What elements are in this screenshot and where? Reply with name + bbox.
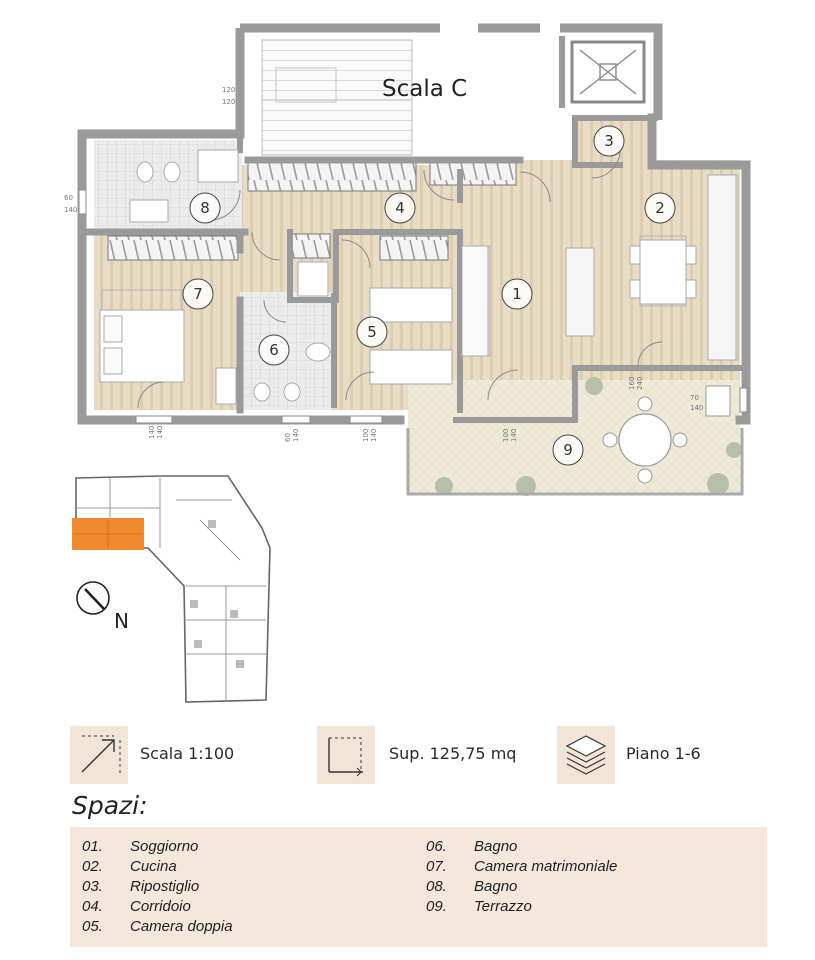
doors [137,149,663,409]
legend-num: 01. [82,838,103,855]
legend-name: Corridoio [130,898,191,915]
room-number: 3 [604,132,614,150]
legend-num: 06. [426,838,447,855]
legend-name: Camera matrimoniale [474,858,618,875]
legend-item-cucina: 02. Cucina [82,858,177,875]
area-label: Sup. 125,75 mq [389,744,517,763]
area-icon-box [317,726,375,784]
dim-kitchen-side-b: 140 [690,404,703,412]
legend-item-ripostiglio: 03. Ripostiglio [82,878,199,895]
furniture [99,149,742,496]
room-marker-circle [189,192,221,224]
legend-num: 05. [82,918,103,935]
key-plan [72,475,271,703]
legend-name: Terrazzo [474,898,532,915]
room-number: 5 [367,323,377,341]
terrace-outline [406,428,744,496]
scale-icon-box [70,726,128,784]
floors-label: Piano 1-6 [626,744,701,763]
scale-label: Scala 1:100 [140,744,235,763]
stair-block: Scala C 120 120 [222,23,663,163]
room-marker-circle [384,192,416,224]
room-number: 9 [563,441,573,459]
dim-terrace-door-b: 240 [636,377,644,390]
floors-icon [565,735,607,775]
room-marker-circle [552,434,584,466]
stair-label: Scala C [382,76,467,102]
floor-plan: Scala C 120 120 [64,23,751,703]
room-number: 4 [395,199,405,217]
spazi-legend: 01. Soggiorno 02. Cucina 03. Ripostiglio 04… [70,827,767,947]
scale-icon [81,735,121,774]
room-marker-circle [258,334,290,366]
legend-num: 08. [426,878,447,895]
dim-bed5-window-b: 140 [370,429,378,442]
legend-num: 04. [82,898,103,915]
legend-name: Bagno [474,838,518,855]
spazi-title: Spazi: [72,791,148,820]
legend-num: 02. [82,858,103,875]
legend-name: Soggiorno [130,838,199,855]
room-marker-8: 8 [189,192,221,224]
dim-kitchen-side-a: 70 [690,394,699,402]
room-marker-9: 9 [552,434,584,466]
room-number: 8 [200,199,210,217]
room-marker-6: 6 [258,334,290,366]
dim-bath6-window-b: 140 [292,429,300,442]
dim-bath6-window-a: 60 [284,433,292,442]
dim-living-window-b: 140 [510,429,518,442]
legend-num: 09. [426,898,447,915]
room-marker-circle [182,278,214,310]
legend-name: Bagno [474,878,518,895]
room-number: 7 [193,285,203,303]
legend-item-camera-doppia: 05. Camera doppia [82,918,233,935]
dim-bed7-window-a: 140 [148,426,156,439]
dim-stair-window-b: 120 [222,98,235,106]
dim-bath-window-b: 140 [64,206,77,214]
legend-item-bagno-6: 06. Bagno [426,838,517,855]
legend-item-camera-matrimoniale: 07. Camera matrimoniale [426,858,617,875]
room-marker-2: 2 [644,192,676,224]
legend-item-soggiorno: 01. Soggiorno [82,838,198,855]
dim-bath-window-a: 60 [64,194,73,202]
floors-icon-box [557,726,615,784]
room-marker-circle [501,278,533,310]
legend-item-terrazzo: 09. Terrazzo [426,898,532,915]
room-marker-circle [644,192,676,224]
north-indicator: N [76,581,129,633]
legend-num: 03. [82,878,103,895]
legend-name: Camera doppia [130,918,233,935]
legend-name: Cucina [130,858,177,875]
legend-name: Ripostiglio [130,878,200,895]
room-number: 2 [655,199,665,217]
room-number: 6 [269,341,279,359]
room-marker-1: 1 [501,278,533,310]
dimension-labels: 60 140 140 140 60 140 100 140 100 140 16… [64,194,703,442]
room-marker-circle [593,125,625,157]
dim-bed5-window-a: 100 [362,429,370,442]
legend-item-bagno-8: 08. Bagno [426,878,517,895]
room-marker-7: 7 [182,278,214,310]
room-marker-4: 4 [384,192,416,224]
room-markers: 1 2 3 4 5 6 7 8 9 [182,125,676,466]
windows [78,189,748,424]
room-marker-3: 3 [593,125,625,157]
north-label: N [114,609,129,633]
room-number: 1 [512,285,522,303]
legend-num: 07. [426,858,447,875]
dim-terrace-door-a: 160 [628,377,636,390]
wardrobes [107,162,517,261]
room-marker-circle [356,316,388,348]
dim-bed7-window-b: 140 [156,426,164,439]
legend-item-corridoio: 04. Corridoio [82,898,191,915]
area-icon [328,737,363,777]
dim-stair-window-a: 120 [222,86,235,94]
dim-living-window-a: 100 [502,429,510,442]
room-marker-5: 5 [356,316,388,348]
